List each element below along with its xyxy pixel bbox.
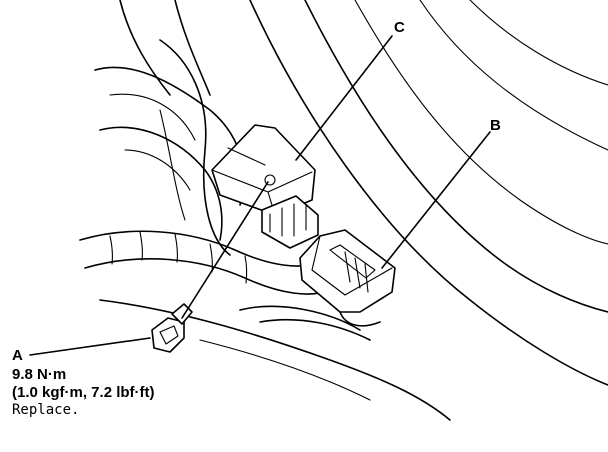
leader-lines: [29, 35, 491, 356]
callout-c-label: C: [394, 19, 405, 36]
wiring-harness: [79, 0, 451, 421]
callout-b-label: B: [490, 117, 501, 134]
replace-note: Replace.: [12, 402, 80, 418]
connector-c: [211, 124, 319, 249]
torque-value: 9.8 N·m: [12, 366, 67, 383]
body-panel-lines: [249, 0, 608, 386]
connector-b: [299, 229, 396, 327]
callout-a-label: A: [12, 347, 23, 364]
torque-alt-units: (1.0 kgf·m, 7.2 lbf·ft): [12, 384, 155, 401]
